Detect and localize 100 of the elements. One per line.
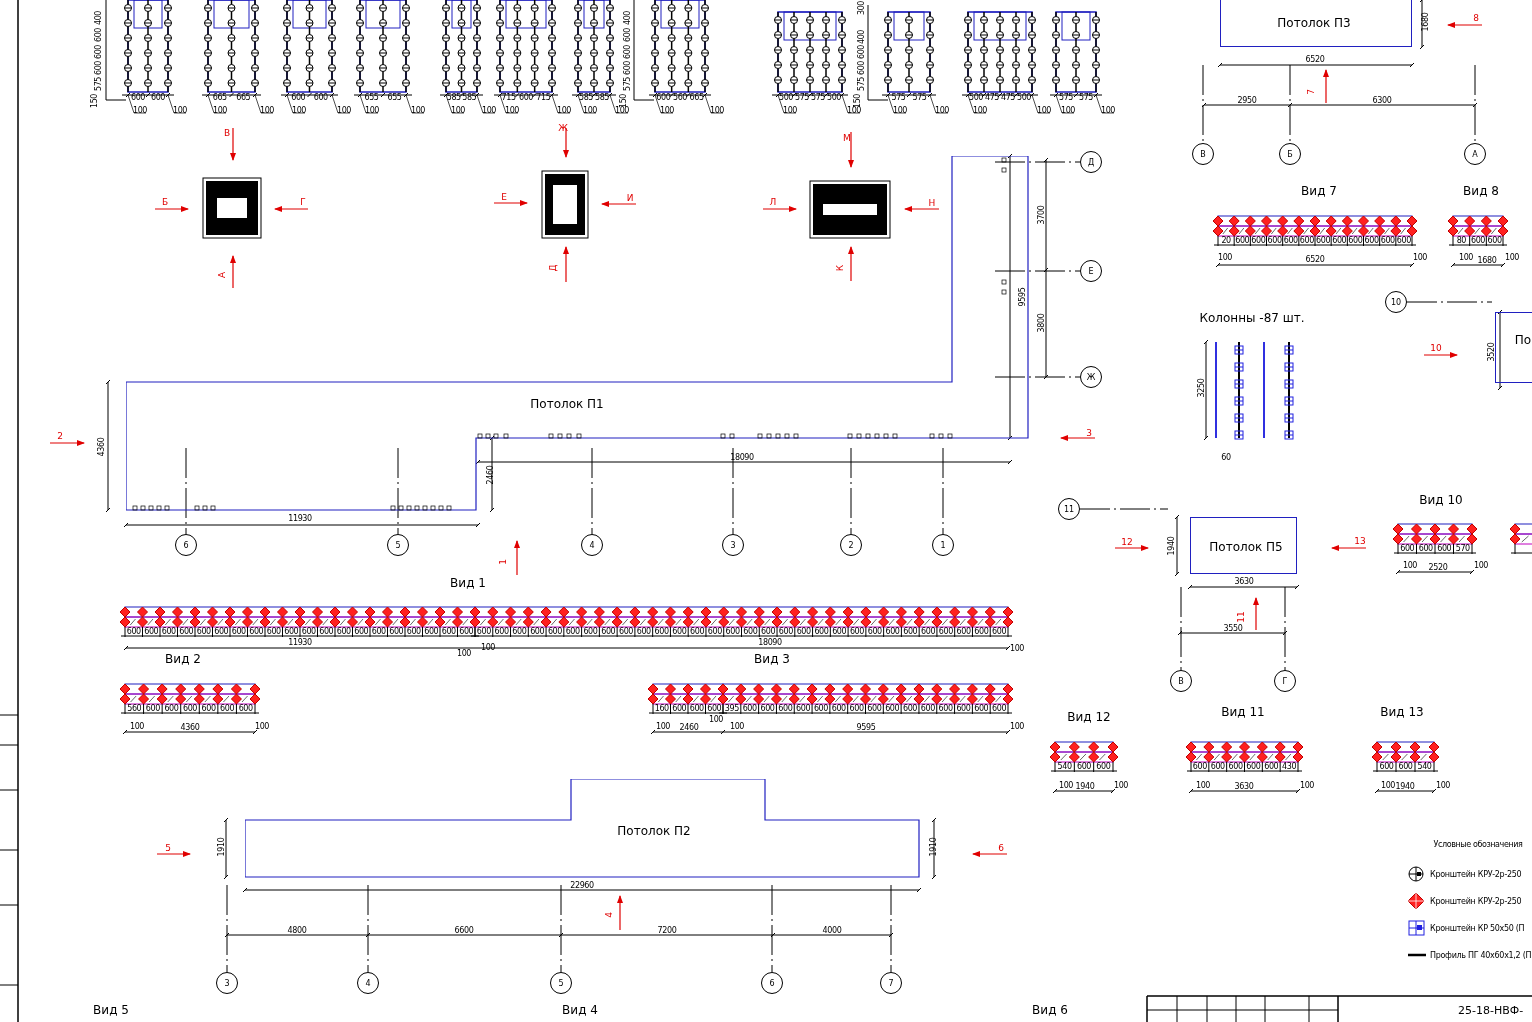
dimension-text: 600 (761, 628, 776, 636)
dimension-text: 575 (858, 76, 866, 92)
dimension-text: 6300 (1372, 97, 1392, 105)
view-title: Вид 3 (754, 653, 790, 665)
dimension-text: 600 (1299, 237, 1314, 245)
dimension-text: 570 (1455, 545, 1470, 553)
dimension-text: 600 (992, 705, 1007, 713)
view-mark: 2 (57, 431, 63, 441)
dimension-text: 600 (778, 705, 793, 713)
dimension-text: 600 (672, 628, 687, 636)
dimension-text: 575 (95, 76, 103, 92)
dimension-text: 600 (291, 94, 306, 102)
dimension-text: 100 (782, 107, 798, 115)
dimension-text: 600 (796, 628, 811, 636)
dimension-text: 430 (1282, 763, 1297, 771)
view-title: Колонны -87 шт. (1199, 312, 1305, 324)
dimension-text: 600 (1192, 763, 1207, 771)
dimension-text: 600 (530, 628, 545, 636)
view-mark: А (217, 271, 227, 279)
dimension-text: 400 (624, 10, 632, 26)
dimension-text: 600 (867, 628, 882, 636)
dimension-text: 655 (364, 94, 379, 102)
dimension-text: 395 (724, 705, 739, 713)
dimension-text: 7200 (657, 927, 677, 935)
dimension-text: 100 (1195, 782, 1211, 790)
dimension-text: 600 (284, 628, 299, 636)
view-mark: М (843, 133, 851, 143)
dimension-text: 600 (689, 705, 704, 713)
dimension-text: 100 (655, 723, 671, 731)
dimension-text: 1910 (218, 837, 226, 857)
dimension-text: 3630 (1234, 783, 1254, 791)
view-mark: 13 (1354, 536, 1366, 546)
view-mark: Е (501, 192, 507, 202)
dimension-text: 600 (654, 628, 669, 636)
dimension-text: 600 (220, 705, 235, 713)
dimension-text: 600 (512, 628, 527, 636)
dimension-text: 100 (481, 107, 497, 115)
dimension-text: 4360 (98, 437, 106, 457)
legend-text: Профиль ПГ 40х60х1,2 (П (1430, 951, 1532, 960)
dimension-text: 600 (130, 94, 146, 102)
dimension-text: 100 (1217, 254, 1233, 262)
view-title: Вид 5 (93, 1004, 129, 1016)
dimension-text: 600 (1398, 763, 1413, 771)
dimension-text: 575 (624, 76, 632, 92)
dimension-text: 600 (956, 628, 971, 636)
view-mark: Л (769, 197, 777, 207)
dimension-text: 160 (654, 705, 669, 713)
dimension-text: 100 (582, 107, 598, 115)
view-mark: 4 (604, 912, 614, 918)
dimension-text: 400 (858, 29, 866, 45)
ceiling-label: По (1514, 333, 1532, 347)
dimension-text: 1680 (1477, 257, 1497, 265)
dimension-text: 600 (1246, 763, 1261, 771)
dimension-text: 600 (126, 628, 141, 636)
dimension-text: 2460 (487, 465, 495, 485)
dimension-text: 600 (814, 628, 829, 636)
dimension-text: 100 (132, 107, 148, 115)
dimension-text: 600 (938, 705, 953, 713)
dimension-text: 600 (95, 27, 103, 43)
dimension-text: 600 (201, 705, 216, 713)
ceiling-label: Потолок П5 (1209, 540, 1283, 554)
dimension-text: 600 (95, 44, 103, 60)
dimension-text: 3550 (1223, 625, 1243, 633)
dimension-text: 560 (672, 94, 688, 102)
dimension-text: 600 (1210, 763, 1225, 771)
view-mark: Б (161, 197, 169, 207)
dimension-text: 600 (354, 628, 369, 636)
dimension-text: 100 (1113, 782, 1129, 790)
dimension-text: 100 (504, 107, 520, 115)
dimension-text: 600 (858, 60, 866, 76)
dimension-text: 575 (912, 94, 927, 102)
dimension-text: 100 (1009, 723, 1025, 731)
dimension-text: 600 (867, 705, 882, 713)
view-title: Вид 6 (1032, 1004, 1068, 1016)
dimension-text: 600 (849, 628, 864, 636)
dimension-text: 560 (127, 705, 142, 713)
dimension-text: 150 (91, 93, 99, 109)
dimension-text: 600 (214, 628, 229, 636)
dimension-text: 600 (743, 628, 758, 636)
dimension-text: 600 (406, 628, 421, 636)
dimension-text: 1940 (1395, 783, 1415, 791)
dimension-text: 600 (95, 60, 103, 76)
view-title: Вид 7 (1301, 185, 1337, 197)
dimension-text: 600 (1283, 237, 1298, 245)
view-mark: 10 (1430, 343, 1442, 353)
dimension-text: 9595 (1019, 287, 1027, 307)
dimension-text: 600 (1380, 237, 1395, 245)
dimension-text: 600 (583, 628, 598, 636)
dimension-text: 600 (974, 705, 989, 713)
dimension-text: 18090 (758, 639, 782, 647)
view-mark: Г (300, 197, 306, 207)
dimension-text: 600 (903, 628, 918, 636)
dimension-text: Условные обозначения (1433, 841, 1523, 849)
dimension-text: 600 (885, 705, 900, 713)
dimension-text: 100 (556, 107, 572, 115)
dimension-text: 100 (456, 650, 472, 658)
dimension-text: 600 (182, 705, 198, 713)
dimension-text: 600 (1364, 237, 1379, 245)
dimension-text: 11930 (288, 639, 312, 647)
dimension-text: 600 (1470, 237, 1486, 245)
